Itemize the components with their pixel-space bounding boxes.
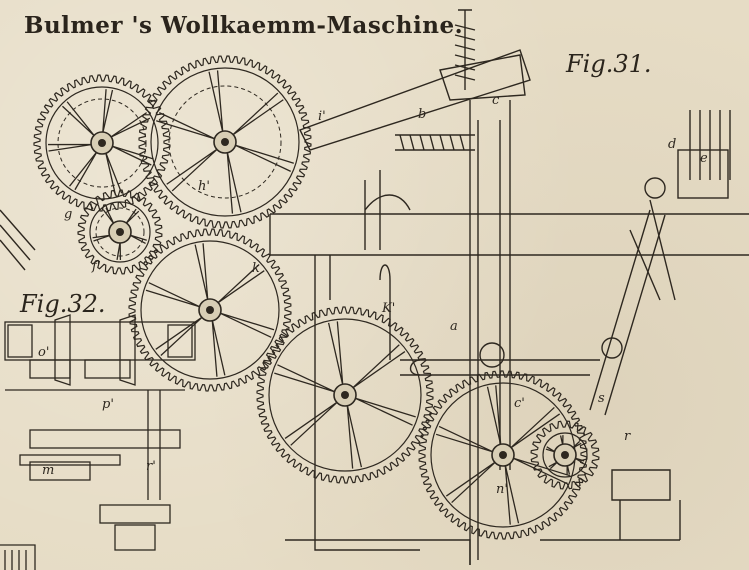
- gear-left-upper-spoke: [105, 152, 123, 196]
- gear-right-lower-spoke: [504, 464, 520, 525]
- gear-middle-left-spoke: [145, 282, 201, 308]
- gear-middle-left-teeth: [128, 228, 292, 392]
- gear-left-upper-inner-ring: [57, 98, 147, 188]
- gear-upper-center-spoke: [166, 148, 219, 192]
- part-label-p: p': [102, 397, 114, 412]
- gear-left-upper: [33, 74, 171, 212]
- gear-upper-center-spoke: [226, 151, 242, 214]
- gear-left-upper-rim: [45, 86, 159, 200]
- gear-right-lower-spoke: [512, 457, 571, 485]
- gear-center-lower-spoke: [354, 397, 416, 426]
- gear-upper-center-inner-ring: [168, 85, 282, 199]
- gear-left-small-inner-ring: [95, 207, 145, 257]
- gear-left-upper-axle: [98, 139, 106, 147]
- gear-left-small-spoke: [129, 234, 147, 244]
- gear-left-small-spoke: [125, 208, 140, 225]
- gear-right-small-rim: [542, 432, 588, 478]
- gear-center-lower-teeth: [256, 306, 434, 484]
- gear-left-upper-spoke: [62, 101, 96, 137]
- part-label-f: f': [91, 259, 100, 274]
- part-label-b: b: [418, 107, 426, 122]
- gear-left-upper-spoke: [109, 112, 151, 138]
- gear-train: [33, 55, 600, 540]
- part-label-o: o': [38, 345, 49, 360]
- gear-center-lower-spoke: [284, 401, 339, 446]
- gear-left-upper-spoke: [69, 151, 98, 191]
- gear-right-small: [530, 420, 600, 490]
- part-label-d: d: [668, 137, 676, 152]
- gear-left-upper-teeth: [33, 74, 171, 212]
- figure-31-label: Fig.31.: [566, 50, 652, 78]
- gear-upper-center-spoke: [208, 70, 224, 133]
- part-label-c-prime: c': [514, 396, 525, 411]
- gear-right-lower-spoke: [509, 406, 561, 449]
- part-label-g: g: [64, 207, 72, 222]
- gear-center-lower-spoke: [327, 321, 344, 386]
- part-label-e: e: [700, 151, 708, 166]
- gear-center-lower-spoke: [346, 404, 363, 469]
- gear-center-lower: [256, 306, 434, 484]
- part-label-n: n': [496, 482, 508, 497]
- gear-left-upper-spoke: [48, 143, 93, 152]
- gear-left-small-axle: [116, 228, 124, 236]
- figure-32-detail: [0, 314, 196, 570]
- gear-right-lower-axle: [499, 451, 507, 459]
- part-label-r: r: [624, 429, 631, 444]
- part-labels: d e c b a k s r m n' o' p' i' h' f' g c'…: [38, 93, 708, 497]
- gear-middle-left-rim: [140, 240, 280, 380]
- part-label-a: a: [450, 319, 458, 334]
- part-label-h: h': [198, 179, 210, 194]
- gear-left-small: [77, 189, 163, 275]
- gear-left-small-spoke: [116, 241, 122, 261]
- gear-upper-center-axle: [221, 138, 229, 146]
- gear-middle-left: [128, 228, 292, 392]
- gear-center-lower-spoke: [351, 344, 406, 389]
- gear-middle-left-spoke: [211, 319, 226, 377]
- gear-left-small-rim: [89, 201, 151, 263]
- gear-upper-center: [138, 55, 312, 229]
- part-label-i: i': [318, 109, 326, 124]
- plate-title: Bulmer 's Wollkaemm-Maschine.: [24, 12, 464, 39]
- part-label-k: k: [252, 261, 260, 276]
- gear-upper-center-teeth: [138, 55, 312, 229]
- part-label-m: m: [42, 463, 54, 478]
- part-label-c: c: [492, 93, 500, 108]
- gear-left-small-spoke: [92, 234, 111, 242]
- machine-frame: [0, 9, 749, 565]
- gear-right-lower-spoke: [435, 425, 494, 453]
- gear-center-lower-axle: [341, 391, 349, 399]
- gear-middle-left-spoke: [219, 312, 275, 338]
- gear-upper-center-spoke: [231, 92, 284, 136]
- figure-32-label: Fig.32.: [20, 290, 106, 318]
- gear-right-small-axle: [561, 451, 569, 459]
- gear-left-small-teeth: [77, 189, 163, 275]
- part-label-k-prime: K': [381, 301, 395, 316]
- gear-left-upper-spoke: [111, 145, 154, 166]
- gear-right-lower-teeth: [418, 370, 588, 540]
- gear-middle-left-spoke: [194, 243, 209, 301]
- gear-upper-center-rim: [150, 67, 300, 217]
- gear-right-lower-spoke: [486, 385, 502, 446]
- gear-upper-center-spoke: [156, 112, 216, 140]
- part-label-r-prime: r': [146, 459, 156, 474]
- gear-center-lower-rim: [268, 318, 422, 472]
- gear-upper-center-spoke: [234, 144, 294, 172]
- part-label-s: s: [598, 391, 605, 406]
- gear-right-small-teeth: [530, 420, 600, 490]
- gear-middle-left-axle: [206, 306, 214, 314]
- gear-right-lower: [418, 370, 588, 540]
- gear-left-upper-spoke: [102, 89, 114, 134]
- gear-right-lower-spoke: [445, 461, 497, 504]
- gear-middle-left-spoke: [216, 263, 265, 304]
- gear-center-lower-spoke: [274, 364, 336, 393]
- gear-left-small-spoke: [102, 207, 115, 225]
